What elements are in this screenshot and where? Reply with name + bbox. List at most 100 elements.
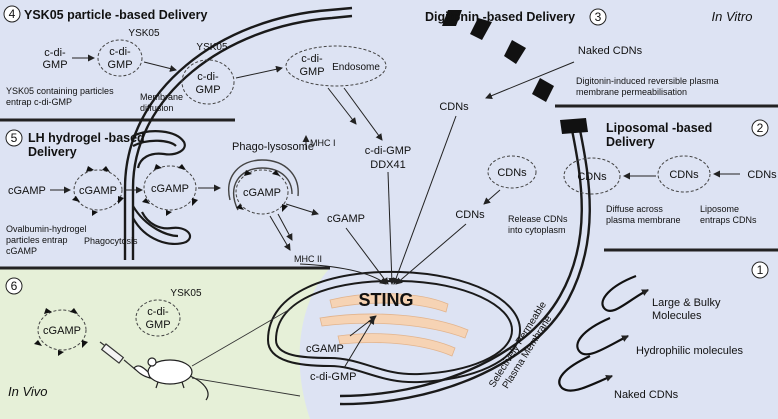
s5-cgamp-lysosome: cGAMP — [243, 187, 281, 199]
section-5-title-l2: Delivery — [28, 145, 77, 159]
in-vivo-link-top — [191, 307, 293, 367]
s5-cgamp-particle: cGAMP — [79, 185, 117, 197]
mhc1-label: MHC I — [310, 138, 336, 148]
s5-cgamp-phago: cGAMP — [151, 183, 189, 195]
in-vitro-label: In Vitro — [712, 9, 753, 24]
s6-cdigmp-l2: GMP — [145, 319, 170, 331]
naked-cdns-s3: Naked CDNs — [578, 45, 643, 57]
s2-cdns-release-vesicle: CDNs — [497, 167, 527, 179]
in-vivo-background — [0, 268, 330, 419]
nucleus — [266, 270, 522, 384]
ddx41-label: DDX41 — [370, 159, 405, 171]
diffuse-caption-l1: Diffuse across — [606, 204, 663, 214]
sting-converging-arrows — [299, 115, 467, 285]
mouse-icon — [133, 357, 209, 401]
section-3-title: Digitonin -based Delivery — [425, 10, 575, 24]
membrane-diffusion-l1: Membrane — [140, 92, 183, 102]
s5-particle — [73, 169, 123, 211]
cdns-s3-inside: CDNs — [439, 101, 469, 113]
s2-arrow-release — [483, 189, 501, 205]
liposome-pore — [560, 118, 588, 134]
diffuse-caption-l2: plasma membrane — [606, 215, 681, 225]
release-caption-l1: Release CDNs — [508, 214, 568, 224]
section-4-title: YSK05 particle -based Delivery — [24, 8, 207, 22]
endosome-arrow-mhc1 — [327, 87, 357, 125]
s4-ysk05-small: YSK05 — [128, 28, 160, 39]
s4-caption-l1: YSK05 containing particles — [6, 86, 114, 96]
endosome-vesicle — [285, 45, 387, 87]
s5-arrow-mhc2 — [269, 215, 291, 251]
release-caption-l2: into cytoplasm — [508, 225, 566, 235]
s4-particle-l2: GMP — [107, 59, 132, 71]
section-2-badge — [751, 119, 769, 137]
s6-cgamp: cGAMP — [43, 325, 81, 337]
s6-ysk05: YSK05 — [170, 288, 202, 299]
s4-ysk05-membrane: YSK05 — [196, 42, 228, 53]
digitonin-pores — [442, 10, 554, 102]
s4-cytosol-cdigmp: c-di-GMP — [365, 145, 411, 157]
s5-caption-l2: particles entrap — [6, 235, 68, 245]
s3-arrow-in — [485, 61, 575, 99]
section-4-number: 4 — [9, 7, 16, 21]
phago-lysosome — [228, 159, 299, 215]
in-vivo-link-bottom — [191, 377, 301, 397]
s2-cdns-membrane-vesicle: CDNs — [577, 171, 607, 183]
s4-cdigmp-free-l2: GMP — [42, 59, 67, 71]
naked-cdns-s1: Naked CDNs — [614, 389, 679, 401]
s5-particle-spikes — [72, 164, 198, 216]
liposome-caption-l2: entraps CDNs — [700, 215, 757, 225]
s5-cgamp-cytosol: cGAMP — [327, 213, 365, 225]
s5-caption-l3: cGAMP — [6, 246, 37, 256]
sting-label: STING — [358, 290, 413, 310]
s5-caption-l1: Ovalbumin-hydrogel — [6, 224, 87, 234]
phago-lysosome-label: Phago-lysosome — [232, 141, 314, 153]
sting-cdigmp: c-di-GMP — [310, 371, 356, 383]
digitonin-caption-l2: membrane permeabilisation — [576, 87, 687, 97]
sting-cgamp: cGAMP — [306, 343, 344, 355]
s4-caption-l2: entrap c-di-GMP — [6, 97, 72, 107]
s4-inside-l2: GMP — [195, 84, 220, 96]
large-bulky-l1: Large & Bulky — [652, 297, 721, 309]
s5-lysosome-spikes — [236, 170, 288, 212]
s5-phagosome — [143, 165, 197, 211]
membrane-diffusion-l2: diffusion — [140, 103, 173, 113]
endosome-label: Endosome — [332, 62, 380, 73]
digitonin-caption-l1: Digitonin-induced reversible plasma — [576, 76, 719, 86]
s6-cgamp-particle — [37, 309, 87, 351]
section-2-title-l2: Delivery — [606, 135, 655, 149]
mhc2-label: MHC II — [294, 254, 322, 264]
s4-inside-vesicle — [181, 59, 235, 105]
s6-cdigmp-l1: c-di- — [147, 306, 169, 318]
s4-endo-l1: c-di- — [301, 53, 323, 65]
s4-particle-l1: c-di- — [109, 46, 131, 58]
section-1-number: 1 — [757, 263, 764, 277]
section-5-title-l1: LH hydrogel -based — [28, 131, 145, 145]
phagocytosis-label: Phagocytosis — [84, 236, 138, 246]
s6-particle-spikes — [34, 308, 88, 356]
s5-arrow-to-cytosol — [285, 203, 319, 216]
hydrophilic-label: Hydrophilic molecules — [636, 345, 743, 357]
s2-cdns-free: CDNs — [747, 169, 777, 181]
s5-arrow-mhc2b — [277, 213, 293, 241]
section-6-number: 6 — [11, 279, 18, 293]
s4-particle — [97, 39, 143, 77]
s4-endo-l2: GMP — [299, 66, 324, 78]
section-5-number: 5 — [11, 131, 18, 145]
s2-cdns-liposome: CDNs — [669, 169, 699, 181]
s5-cgamp-free: cGAMP — [8, 185, 46, 197]
er-membrane — [319, 293, 469, 357]
sting-cdigmp-arrow — [343, 317, 375, 369]
liposome-caption-l1: Liposome — [700, 204, 739, 214]
bounce-arrows — [558, 274, 649, 392]
in-vivo-label: In Vivo — [8, 384, 48, 399]
s2-membrane-vesicle — [563, 157, 621, 195]
s6-ysk05-particle — [135, 299, 181, 337]
s2-cdns-cytosol: CDNs — [455, 209, 485, 221]
section-2-title-l1: Liposomal -based — [606, 121, 712, 135]
section-6-badge — [5, 277, 23, 295]
section-3-number: 3 — [595, 10, 602, 24]
section-4-badge — [3, 5, 21, 23]
phagocytic-cup — [132, 130, 192, 246]
